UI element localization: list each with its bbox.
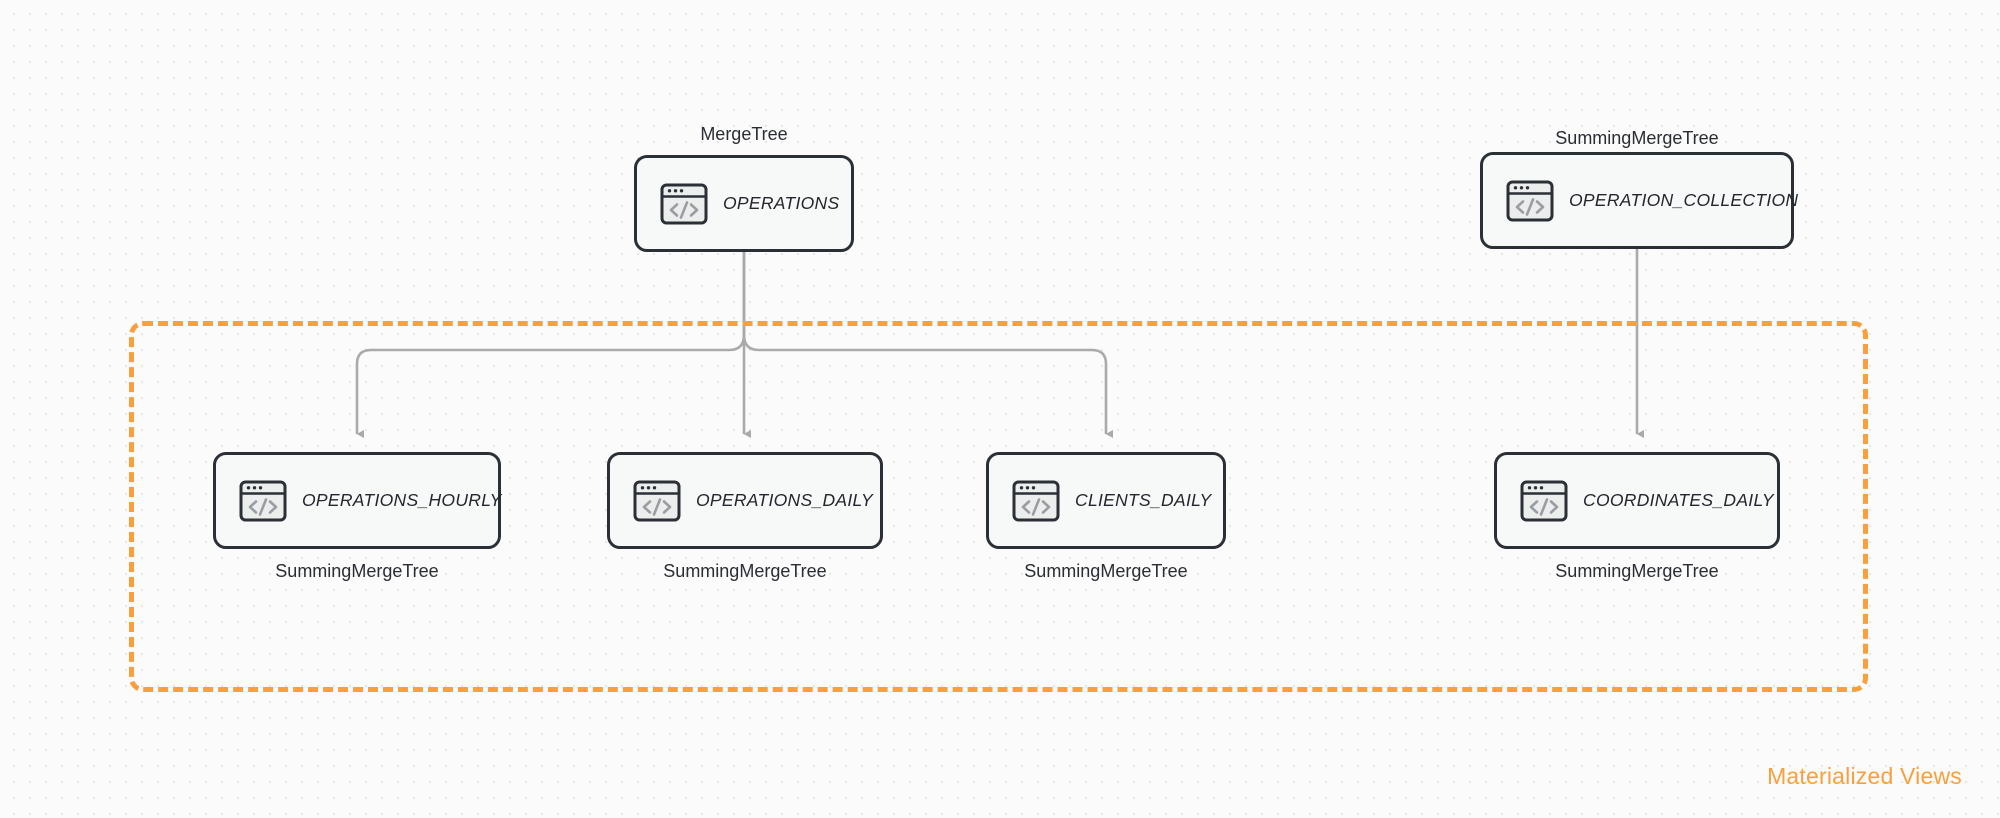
node-label-operation-collection: OPERATION_COLLECTION (1569, 190, 1799, 210)
node-operations[interactable]: OPERATIONS (634, 155, 854, 252)
node-operations-hourly[interactable]: OPERATIONS_HOURLY (213, 452, 501, 549)
code-window-icon (633, 480, 681, 521)
node-label-coordinates-daily: COORDINATES_DAILY (1583, 490, 1774, 510)
engine-caption-coordinates-daily: SummingMergeTree (1555, 561, 1719, 581)
engine-caption-operations-hourly: SummingMergeTree (275, 561, 439, 581)
code-window-icon (660, 183, 708, 224)
node-label-operations-daily: OPERATIONS_DAILY (696, 490, 873, 510)
node-label-operations: OPERATIONS (723, 193, 840, 213)
node-coordinates-daily[interactable]: COORDINATES_DAILY (1494, 452, 1780, 549)
node-label-clients-daily: CLIENTS_DAILY (1075, 490, 1212, 510)
code-window-icon (1520, 480, 1568, 521)
engine-caption-operations-daily: SummingMergeTree (663, 561, 827, 581)
code-window-icon (1012, 480, 1060, 521)
node-clients-daily[interactable]: CLIENTS_DAILY (986, 452, 1226, 549)
code-window-icon (239, 480, 287, 521)
engine-caption-operation-collection: SummingMergeTree (1555, 128, 1719, 148)
node-label-operations-hourly: OPERATIONS_HOURLY (302, 490, 502, 510)
node-operations-daily[interactable]: OPERATIONS_DAILY (607, 452, 883, 549)
engine-caption-clients-daily: SummingMergeTree (1024, 561, 1188, 581)
engine-caption-operations: MergeTree (700, 124, 788, 144)
node-operation-collection[interactable]: OPERATION_COLLECTION (1480, 152, 1798, 249)
code-window-icon (1506, 180, 1554, 221)
materialized-views-label: Materialized Views (1767, 763, 1962, 789)
